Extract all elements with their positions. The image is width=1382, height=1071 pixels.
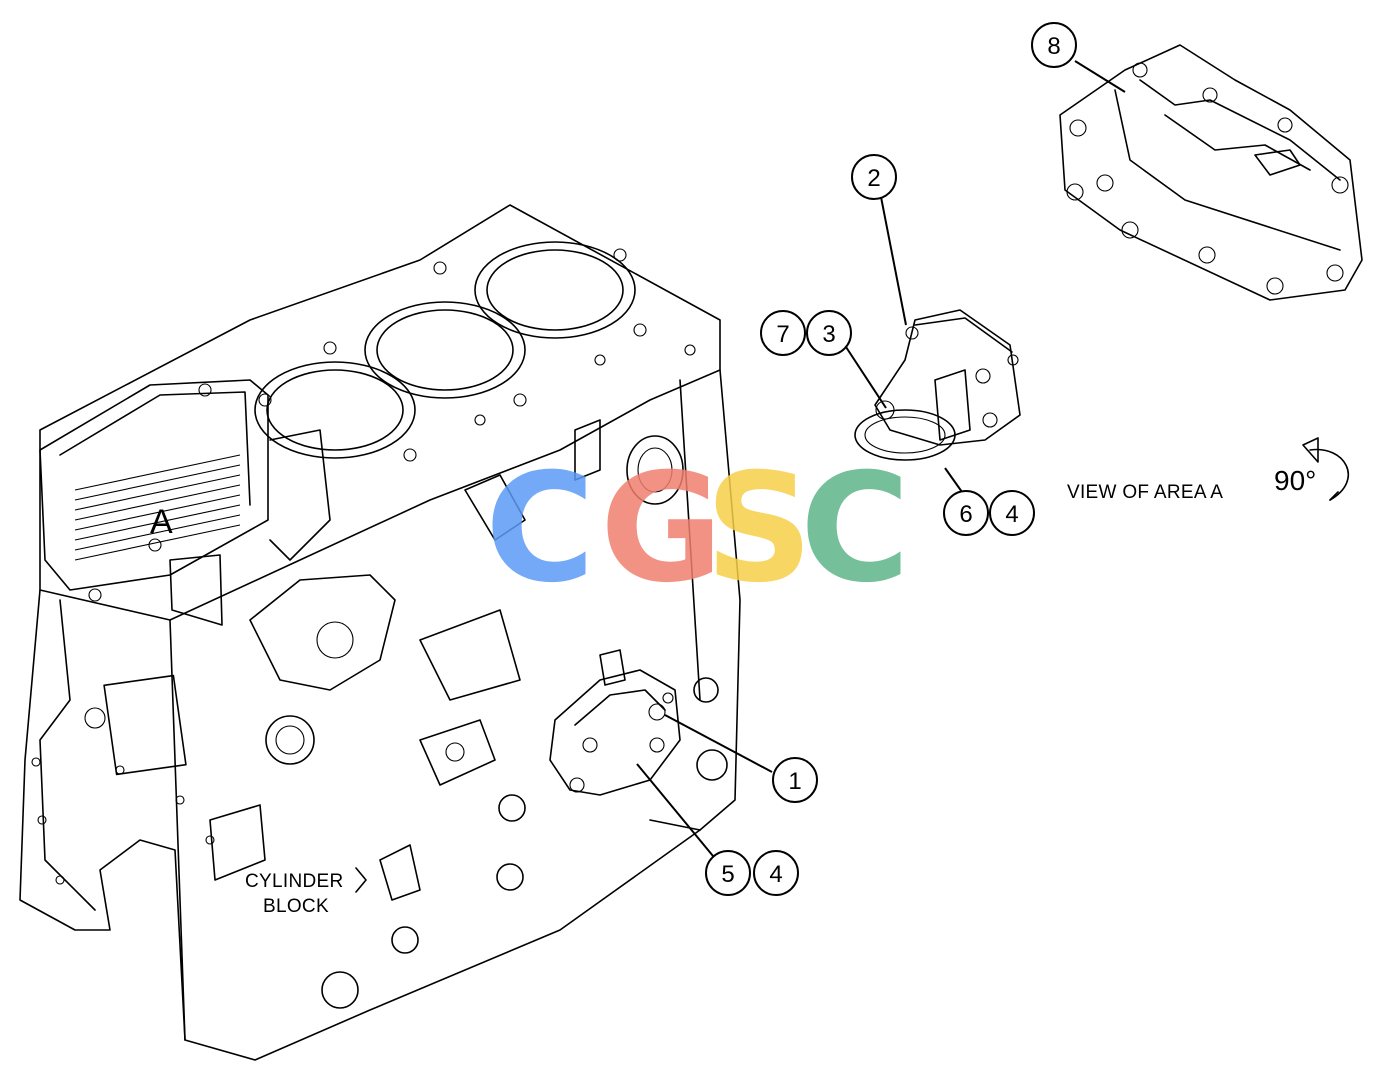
callout-4-lower: 4 [753, 850, 799, 896]
cylinder-label-line1: CYLINDER [245, 871, 343, 892]
oil-cooler-detail-view [1059, 44, 1363, 301]
callout-4-lower-number: 4 [769, 861, 782, 888]
watermark-letter-1: C [485, 442, 595, 616]
callout-2: 2 [851, 154, 897, 200]
callout-4-upper-number: 4 [1005, 501, 1018, 528]
view-of-area-label: VIEW OF AREA A [1067, 482, 1223, 503]
filter-base-assembly [854, 309, 1021, 461]
callout-8-number: 8 [1047, 33, 1060, 60]
rotation-label: 90° [1274, 465, 1316, 496]
callout-8: 8 [1031, 22, 1077, 68]
cylinder-label-arrow-icon [355, 867, 367, 893]
callout-2-number: 2 [867, 165, 880, 192]
callout-5-number: 5 [721, 861, 734, 888]
watermark-letter-3: S [705, 442, 813, 616]
rotation-arrow-icon [1302, 437, 1350, 501]
leader-lines [636, 60, 1126, 857]
watermark-letter-2: G [600, 442, 723, 616]
callout-7: 7 [760, 310, 806, 356]
oil-cooler-area-a [39, 379, 331, 626]
watermark-logo: C G S C [485, 442, 910, 616]
callout-3-number: 3 [822, 321, 835, 348]
area-marker-label: A [150, 503, 173, 541]
side-cover-assembly [549, 649, 681, 796]
callout-1: 1 [772, 757, 818, 803]
callout-5: 5 [705, 850, 751, 896]
watermark-letter-4: C [800, 442, 910, 616]
callout-4-upper: 4 [989, 490, 1035, 536]
callout-6: 6 [943, 490, 989, 536]
cylinder-label-line2: BLOCK [263, 896, 329, 917]
cylinder-block-drawing [19, 204, 741, 1061]
callout-3: 3 [806, 310, 852, 356]
callout-6-number: 6 [959, 501, 972, 528]
callout-1-number: 1 [788, 768, 801, 795]
callout-7-number: 7 [776, 321, 789, 348]
